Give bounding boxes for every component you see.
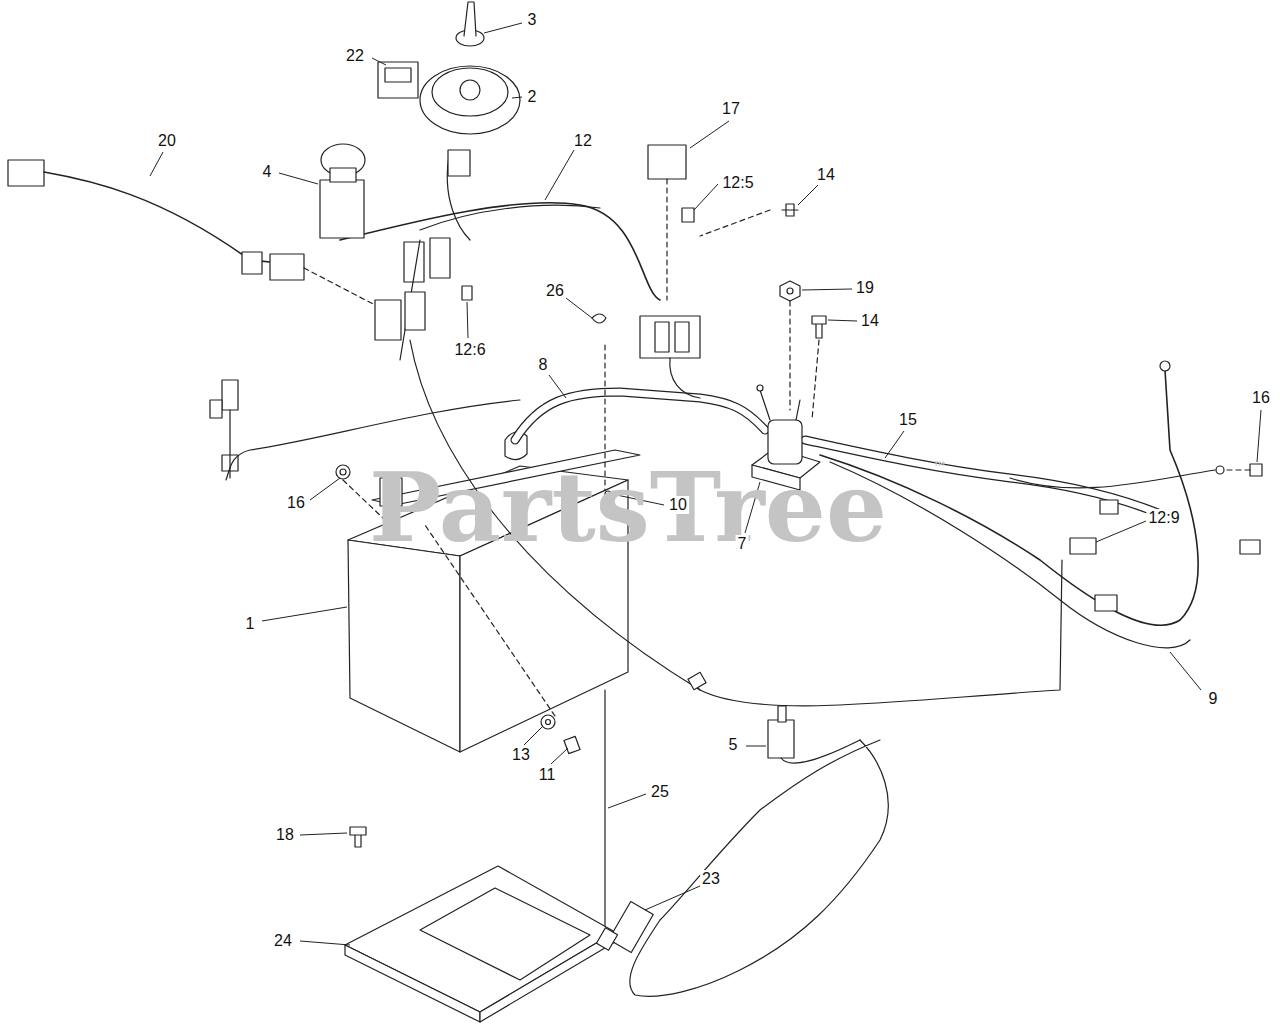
callout-number: 12:5 (720, 174, 755, 192)
callout-number: 14 (815, 166, 837, 184)
callout-number: 12 (572, 132, 594, 150)
callout-number: 7 (736, 535, 749, 553)
callout-number: 24 (272, 932, 294, 950)
callout-number: 10 (667, 496, 689, 514)
callout-number: 12:6 (452, 341, 487, 359)
callout-number: 9 (1207, 690, 1220, 708)
callout-number: 11 (537, 766, 558, 784)
callout-number: 26 (544, 282, 566, 300)
callout-number: 13 (510, 746, 532, 764)
callout-number: 16 (285, 494, 307, 512)
callout-number: 12:9 (1146, 509, 1181, 527)
trademark-mark: ™ (932, 460, 948, 476)
callout-number: 3 (526, 11, 539, 29)
callout-number: 4 (261, 163, 274, 181)
callout-number: 17 (720, 100, 742, 118)
callout-number: 23 (700, 870, 722, 888)
callout-number: 1 (244, 615, 257, 633)
callout-number: 16 (1250, 389, 1272, 407)
callout-number: 19 (854, 279, 876, 297)
watermark: PartsTree (369, 460, 887, 556)
callout-number: 22 (344, 47, 366, 65)
callout-number: 5 (727, 736, 740, 754)
callout-number: 25 (649, 783, 671, 801)
callout-number: 15 (897, 411, 919, 429)
callout-number: 14 (859, 312, 881, 330)
callout-number: 18 (274, 826, 296, 844)
callout-number: 2 (526, 88, 539, 106)
callout-number: 8 (537, 356, 550, 374)
callout-number: 20 (156, 132, 178, 150)
